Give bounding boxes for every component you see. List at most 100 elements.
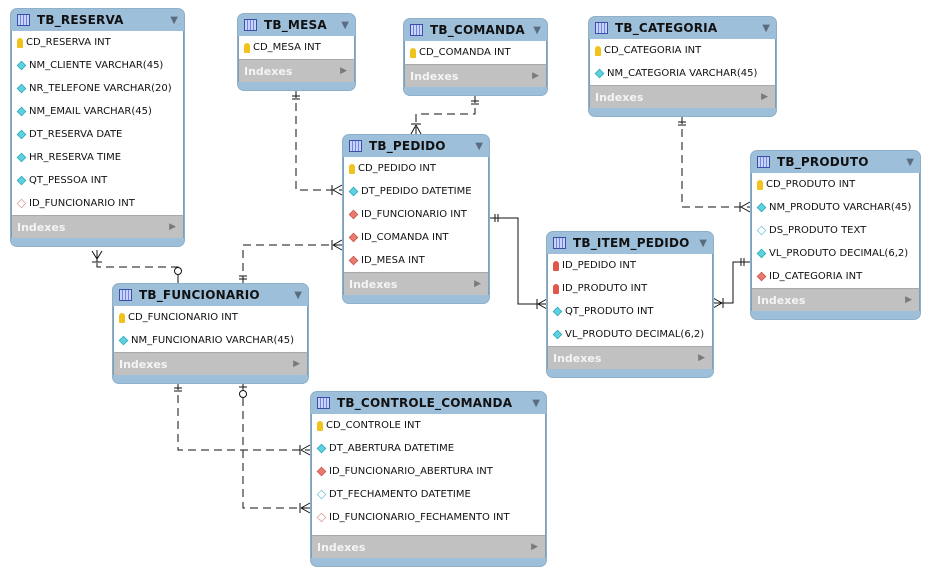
expand-arrow-icon[interactable]: ▶ — [340, 66, 347, 76]
table-tb-pedido[interactable]: TB_PEDIDO ▼ CD_PEDIDO INT DT_PEDIDO DATE… — [342, 134, 490, 304]
table-header[interactable]: TB_PRODUTO ▼ — [751, 151, 920, 173]
column-row[interactable]: CD_FUNCIONARIO INT — [114, 306, 307, 329]
column-row[interactable]: ID_FUNCIONARIO INT — [344, 203, 488, 226]
table-tb-mesa[interactable]: TB_MESA ▼ CD_MESA INT Indexes ▶ — [237, 13, 356, 91]
expand-arrow-icon[interactable]: ▶ — [532, 71, 539, 81]
table-tb-reserva[interactable]: TB_RESERVA ▼ CD_RESERVA INT NM_CLIENTE V… — [10, 8, 185, 247]
column-row[interactable]: NR_TELEFONE VARCHAR(20) — [12, 77, 183, 100]
expand-arrow-icon[interactable]: ▶ — [761, 92, 768, 102]
collapse-triangle-icon[interactable]: ▼ — [699, 237, 707, 249]
table-header[interactable]: TB_CATEGORIA ▼ — [589, 17, 776, 39]
expand-arrow-icon[interactable]: ▶ — [531, 542, 538, 552]
column-row[interactable]: DT_PEDIDO DATETIME — [344, 180, 488, 203]
collapse-triangle-icon[interactable]: ▼ — [475, 140, 483, 152]
collapse-triangle-icon[interactable]: ▼ — [532, 397, 540, 409]
column-row[interactable]: DT_FECHAMENTO DATETIME — [312, 483, 545, 506]
column-row[interactable]: DT_ABERTURA DATETIME — [312, 437, 545, 460]
column-row[interactable]: ID_MESA INT — [344, 249, 488, 272]
table-tb-categoria[interactable]: TB_CATEGORIA ▼ CD_CATEGORIA INT NM_CATEG… — [588, 16, 777, 117]
rel-funcionario-controle-abertura[interactable] — [174, 382, 311, 456]
column-row[interactable]: QT_PESSOA INT — [12, 169, 183, 192]
rel-funcionario-controle-fechamento[interactable] — [239, 382, 311, 514]
not-null-column-icon — [16, 152, 27, 163]
column-row[interactable]: QT_PRODUTO INT — [548, 300, 712, 323]
rel-mesa-pedido[interactable] — [292, 90, 343, 196]
rel-pedido-item-pedido[interactable] — [490, 214, 548, 310]
foreign-key-icon — [348, 232, 359, 243]
rel-comanda-pedido[interactable] — [410, 95, 479, 135]
primary-foreign-key-icon — [553, 260, 559, 271]
column-list: ID_PEDIDO INT ID_PRODUTO INT QT_PRODUTO … — [547, 254, 713, 346]
column-row[interactable]: ID_COMANDA INT — [344, 226, 488, 249]
primary-key-icon — [349, 163, 355, 174]
column-label: VL_PRODUTO DECIMAL(6,2) — [565, 329, 705, 340]
expand-arrow-icon[interactable]: ▶ — [169, 222, 176, 232]
collapse-triangle-icon[interactable]: ▼ — [533, 24, 541, 36]
collapse-triangle-icon[interactable]: ▼ — [906, 156, 914, 168]
table-header[interactable]: TB_MESA ▼ — [238, 14, 355, 36]
expand-arrow-icon[interactable]: ▶ — [698, 353, 705, 363]
column-row[interactable]: ID_PRODUTO INT — [548, 277, 712, 300]
column-row[interactable]: ID_CATEGORIA INT — [752, 265, 919, 288]
expand-arrow-icon[interactable]: ▶ — [293, 359, 300, 369]
column-row[interactable]: CD_PRODUTO INT — [752, 173, 919, 196]
column-row[interactable]: HR_RESERVA TIME — [12, 146, 183, 169]
rel-funcionario-reserva[interactable] — [91, 250, 182, 284]
table-header[interactable]: TB_FUNCIONARIO ▼ — [113, 284, 308, 306]
table-header[interactable]: TB_CONTROLE_COMANDA ▼ — [311, 392, 546, 414]
column-row[interactable]: ID_FUNCIONARIO_ABERTURA INT — [312, 460, 545, 483]
rel-produto-item-pedido[interactable] — [712, 258, 750, 309]
column-list: CD_PEDIDO INT DT_PEDIDO DATETIME ID_FUNC… — [343, 157, 489, 272]
indexes-section[interactable]: Indexes▶ — [113, 352, 308, 375]
indexes-section[interactable]: Indexes▶ — [589, 85, 776, 108]
indexes-section[interactable]: Indexes▶ — [751, 288, 920, 311]
rel-categoria-produto[interactable] — [678, 116, 751, 213]
column-label: CD_FUNCIONARIO INT — [128, 312, 238, 323]
column-row[interactable]: NM_FUNCIONARIO VARCHAR(45) — [114, 329, 307, 352]
primary-key-icon — [119, 312, 125, 323]
column-row[interactable]: ID_FUNCIONARIO INT — [12, 192, 183, 215]
column-row[interactable]: NM_EMAIL VARCHAR(45) — [12, 100, 183, 123]
indexes-section[interactable]: Indexes▶ — [11, 215, 184, 238]
collapse-triangle-icon[interactable]: ▼ — [762, 22, 770, 34]
column-row[interactable]: ID_PEDIDO INT — [548, 254, 712, 277]
column-row[interactable]: ID_FUNCIONARIO_FECHAMENTO INT — [312, 506, 545, 529]
table-icon — [244, 19, 257, 31]
column-row[interactable]: DS_PRODUTO TEXT — [752, 219, 919, 242]
indexes-section[interactable]: Indexes▶ — [404, 64, 547, 87]
column-row[interactable]: NM_PRODUTO VARCHAR(45) — [752, 196, 919, 219]
table-tb-controle-comanda[interactable]: TB_CONTROLE_COMANDA ▼ CD_CONTROLE INT DT… — [310, 391, 547, 567]
table-tb-item-pedido[interactable]: TB_ITEM_PEDIDO ▼ ID_PEDIDO INT ID_PRODUT… — [546, 231, 714, 378]
column-row[interactable]: VL_PRODUTO DECIMAL(6,2) — [548, 323, 712, 346]
column-label: HR_RESERVA TIME — [29, 152, 122, 163]
indexes-label: Indexes — [244, 64, 293, 78]
table-header[interactable]: TB_ITEM_PEDIDO ▼ — [547, 232, 713, 254]
column-row[interactable]: CD_COMANDA INT — [405, 41, 546, 64]
collapse-triangle-icon[interactable]: ▼ — [341, 19, 349, 31]
table-header[interactable]: TB_COMANDA ▼ — [404, 19, 547, 41]
table-header[interactable]: TB_RESERVA ▼ — [11, 9, 184, 31]
table-tb-comanda[interactable]: TB_COMANDA ▼ CD_COMANDA INT Indexes▶ — [403, 18, 548, 96]
column-row[interactable]: NM_CLIENTE VARCHAR(45) — [12, 54, 183, 77]
column-row[interactable]: VL_PRODUTO DECIMAL(6,2) — [752, 242, 919, 265]
indexes-section[interactable]: Indexes▶ — [547, 346, 713, 369]
column-row[interactable]: NM_CATEGORIA VARCHAR(45) — [590, 62, 775, 85]
expand-arrow-icon[interactable]: ▶ — [474, 279, 481, 289]
expand-arrow-icon[interactable]: ▶ — [905, 295, 912, 305]
collapse-triangle-icon[interactable]: ▼ — [294, 289, 302, 301]
column-label: CD_CONTROLE INT — [326, 420, 421, 431]
table-header[interactable]: TB_PEDIDO ▼ — [343, 135, 489, 157]
indexes-section[interactable]: Indexes ▶ — [238, 59, 355, 82]
rel-funcionario-pedido[interactable] — [239, 239, 343, 284]
column-row[interactable]: CD_RESERVA INT — [12, 31, 183, 54]
column-row[interactable]: CD_PEDIDO INT — [344, 157, 488, 180]
collapse-triangle-icon[interactable]: ▼ — [170, 14, 178, 26]
column-row[interactable]: CD_MESA INT — [239, 36, 354, 59]
column-row[interactable]: CD_CONTROLE INT — [312, 414, 545, 437]
indexes-section[interactable]: Indexes▶ — [343, 272, 489, 295]
column-row[interactable]: CD_CATEGORIA INT — [590, 39, 775, 62]
table-tb-produto[interactable]: TB_PRODUTO ▼ CD_PRODUTO INT NM_PRODUTO V… — [750, 150, 921, 320]
table-tb-funcionario[interactable]: TB_FUNCIONARIO ▼ CD_FUNCIONARIO INT NM_F… — [112, 283, 309, 384]
column-row[interactable]: DT_RESERVA DATE — [12, 123, 183, 146]
indexes-section[interactable]: Indexes▶ — [311, 535, 546, 558]
